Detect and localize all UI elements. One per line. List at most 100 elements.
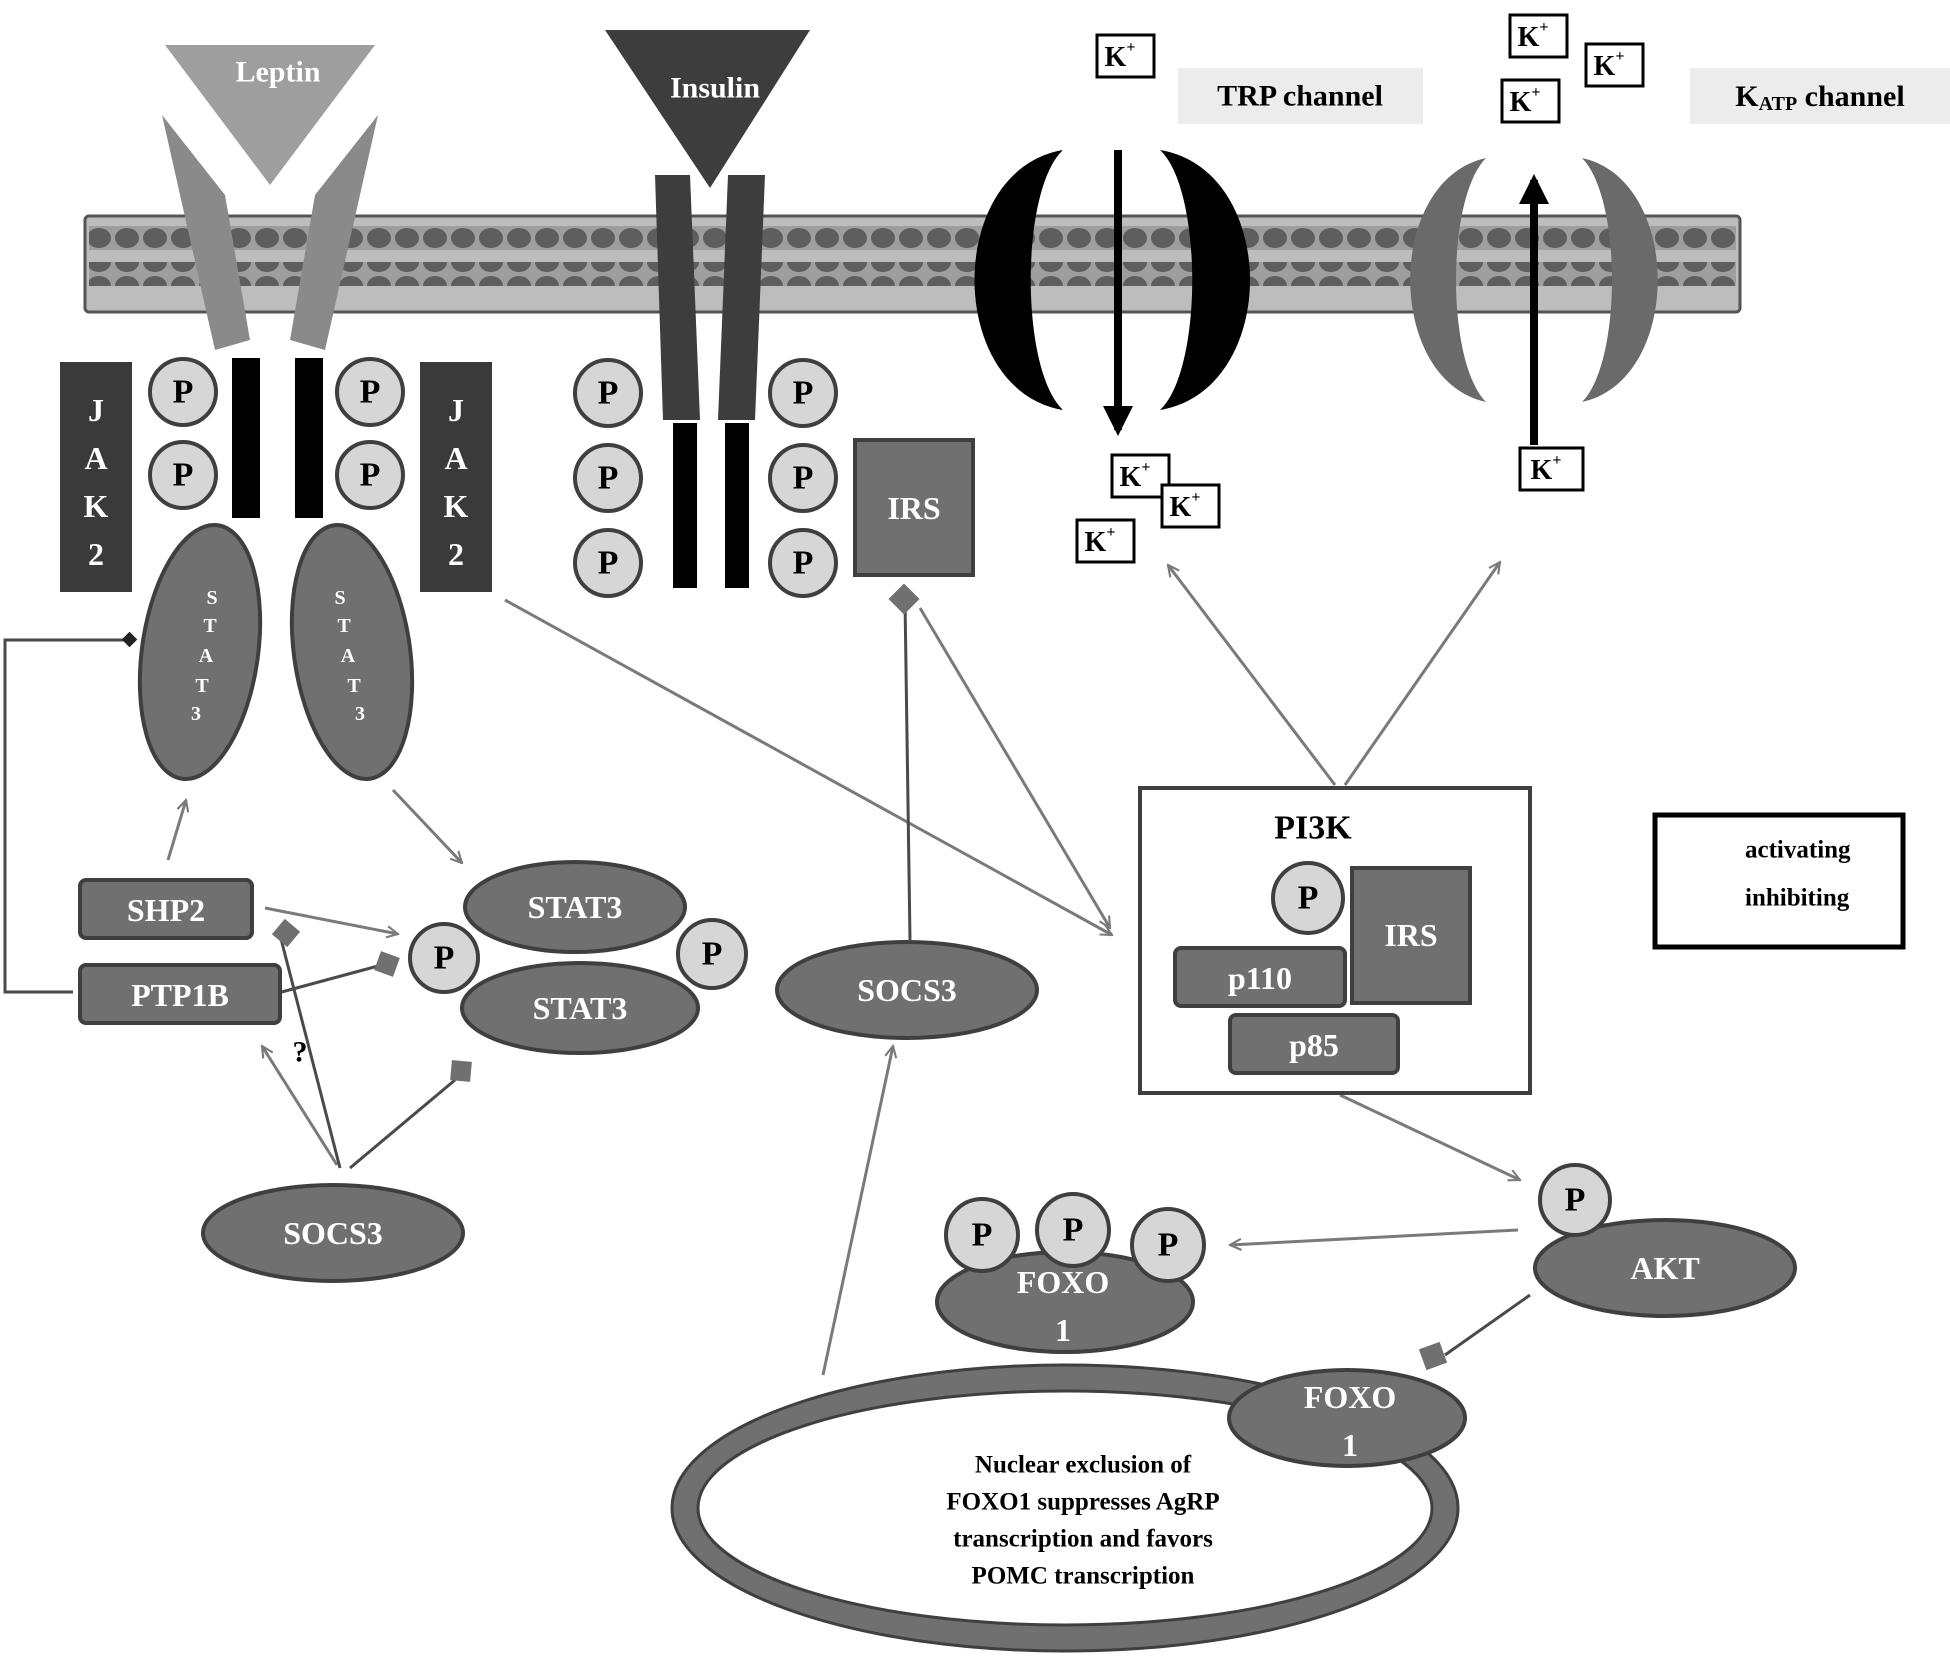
leptin-phospho-sites: P P P P [148, 357, 405, 510]
svg-text:AKT: AKT [1630, 1250, 1699, 1286]
svg-text:T: T [195, 675, 209, 697]
arrow-pi3k-to-trp [1168, 565, 1337, 786]
insulin-receptor: Insulin [605, 30, 810, 588]
svg-text:P: P [173, 457, 194, 494]
inhibit-socs3-to-dimer [349, 1078, 456, 1170]
svg-text:P: P [702, 936, 723, 973]
arrow-jak2-to-pi3k [504, 598, 1112, 937]
svg-text:P: P [1298, 880, 1319, 917]
svg-text:S: S [334, 587, 345, 609]
nucleus-text-line2: FOXO1 suppresses AgRP [946, 1489, 1219, 1516]
katp-channel: KATP channel [1410, 68, 1950, 445]
shp2-node: SHP2 [78, 878, 254, 940]
svg-text:P: P [1158, 1227, 1179, 1264]
svg-text:SOCS3: SOCS3 [283, 1215, 383, 1251]
svg-text:K+: K+ [1120, 459, 1151, 493]
arrow-socs3-to-ptp1b [260, 1046, 339, 1166]
cell-membrane [83, 214, 1742, 314]
phospho-site: P [148, 440, 218, 510]
inhibit-socs3-to-irs [903, 599, 912, 941]
svg-text:T: T [347, 675, 361, 697]
foxo1-cytoplasmic: FOXO 1 P P P [935, 1192, 1206, 1354]
irs-receptor-node: IRS [853, 438, 975, 577]
svg-text:K: K [84, 488, 109, 524]
phospho-site: P [573, 528, 643, 598]
stat3-left: S T A T 3 [137, 522, 263, 782]
insulin-phospho-sites: P P P P P P [573, 358, 838, 598]
inhibit-ptp1b-to-stat3 [3, 638, 130, 994]
svg-text:P: P [598, 460, 619, 497]
socs3-node-center: SOCS3 [775, 940, 1039, 1040]
phospho-site: P [335, 440, 405, 510]
svg-text:P: P [1063, 1212, 1084, 1249]
arrow-stat3-to-dimer [391, 788, 462, 863]
arrow-pi3k-to-katp [1343, 562, 1500, 786]
akt-node: AKT P [1533, 1163, 1797, 1318]
ptp1b-node: PTP1B [78, 963, 282, 1025]
k-ion: K+ [1584, 42, 1645, 88]
phospho-site: P [148, 357, 218, 427]
phospho-site: P [1035, 1192, 1111, 1268]
arrow-pi3k-to-akt [1339, 1093, 1520, 1182]
svg-text:P: P [360, 374, 381, 411]
phospho-site: P [768, 528, 838, 598]
svg-text:K+: K+ [1085, 524, 1116, 558]
arrow-irs-to-pi3k [918, 607, 1112, 928]
svg-text:2: 2 [448, 536, 464, 572]
k-ion: K+ [1095, 33, 1156, 79]
svg-text:p110: p110 [1228, 960, 1292, 996]
legend-activating-label: activating [1745, 837, 1851, 864]
svg-text:P: P [598, 545, 619, 582]
leptin-receptor: Leptin [162, 45, 378, 518]
svg-text:STAT3: STAT3 [533, 990, 628, 1026]
svg-text:3: 3 [355, 703, 365, 725]
phospho-site: P [676, 918, 748, 990]
phospho-site: P [408, 922, 480, 994]
svg-text:FOXO: FOXO [1304, 1379, 1396, 1415]
svg-text:P: P [793, 545, 814, 582]
svg-text:3: 3 [191, 703, 201, 725]
phospho-site: P [335, 357, 405, 427]
svg-text:A: A [199, 645, 214, 667]
arrow-shp2-to-stat3 [166, 800, 186, 861]
stat3-right: S T A T 3 [289, 522, 415, 782]
svg-text:P: P [793, 460, 814, 497]
svg-text:STAT3: STAT3 [528, 889, 623, 925]
svg-text:T: T [337, 615, 351, 637]
trp-channel-label: TRP channel [1217, 80, 1383, 113]
k-ion: K+ [1500, 78, 1561, 124]
katp-channel-label: KATP channel [1735, 80, 1904, 116]
k-ion: K+ [1518, 446, 1585, 492]
phospho-site: P [573, 443, 643, 513]
k-ion: K+ [1075, 518, 1136, 564]
legend: activating inhibiting [1652, 812, 1906, 950]
arrow-nucleus-to-socs3 [821, 1046, 893, 1376]
nucleus-text-line3: transcription and favors [953, 1526, 1213, 1553]
socs3-node-bottom: SOCS3 [201, 1183, 465, 1283]
inhibit-socs3-to-shp2 [278, 934, 342, 1169]
inhibit-akt-to-nuclear-foxo1 [1444, 1293, 1531, 1357]
svg-text:IRS: IRS [1384, 917, 1437, 953]
legend-inhibiting-label: inhibiting [1745, 885, 1850, 912]
svg-text:P: P [434, 940, 455, 977]
svg-text:K+: K+ [1170, 489, 1201, 523]
activation-arrows [166, 562, 1726, 1376]
svg-text:K: K [444, 488, 469, 524]
svg-text:PTP1B: PTP1B [131, 977, 229, 1013]
arrow-shp2-to-dimer [264, 906, 398, 934]
svg-text:A: A [341, 645, 356, 667]
svg-text:IRS: IRS [887, 490, 940, 526]
phospho-site: P [573, 358, 643, 428]
svg-text:S: S [206, 587, 217, 609]
svg-text:A: A [444, 440, 467, 476]
svg-text:K+: K+ [1510, 84, 1541, 118]
svg-text:1: 1 [1342, 1427, 1358, 1463]
svg-text:A: A [84, 440, 107, 476]
foxo1-nuclear: FOXO 1 [1227, 1368, 1467, 1468]
svg-text:1: 1 [1055, 1312, 1071, 1348]
nucleus-text-line1: Nuclear exclusion of [975, 1452, 1192, 1479]
svg-text:J: J [88, 392, 104, 428]
phospho-site: P [1538, 1163, 1612, 1237]
trp-channel: TRP channel [974, 68, 1423, 436]
leptin-label: Leptin [235, 56, 320, 89]
